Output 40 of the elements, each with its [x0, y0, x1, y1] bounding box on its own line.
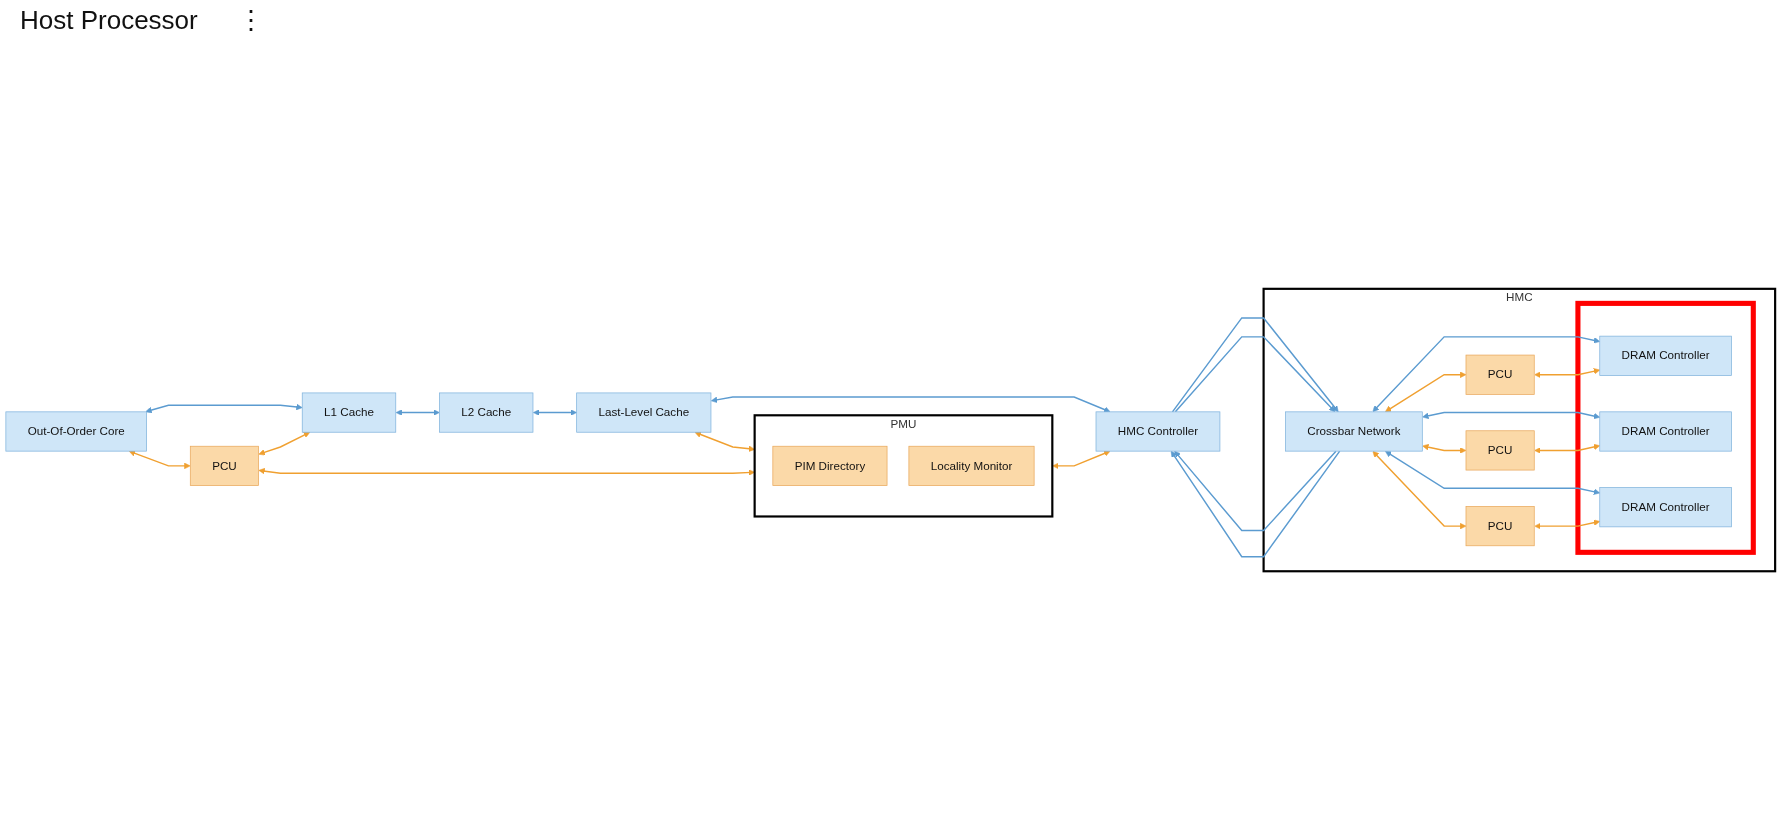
node-box: L1 Cache	[301, 392, 397, 433]
arrow	[1534, 519, 1601, 530]
ellipsis-mark: ⋮	[237, 4, 264, 36]
arrow	[1170, 450, 1341, 558]
arrow	[694, 431, 755, 452]
node-box: PCU	[189, 445, 259, 486]
section-heading: Host Processor	[20, 4, 198, 36]
node-box: Last-Level Cache	[576, 392, 712, 433]
node-box: HMC Controller	[1095, 411, 1221, 452]
arrow	[1372, 451, 1467, 530]
arrow	[1052, 450, 1111, 470]
arrow	[1422, 443, 1467, 454]
node-box: PCU	[1465, 506, 1535, 547]
arrow	[128, 450, 191, 470]
arrow	[1385, 450, 1601, 495]
node-box: PIM Directory	[772, 445, 888, 486]
cluster	[1575, 300, 1756, 555]
arrow	[1422, 411, 1601, 420]
arrow	[1372, 336, 1601, 412]
arrow	[1534, 368, 1601, 378]
arrow	[1534, 443, 1601, 454]
arrow	[258, 467, 755, 476]
arrow	[533, 409, 577, 416]
node-box: L2 Cache	[439, 392, 534, 433]
node-box: Crossbar Network	[1285, 411, 1423, 452]
arrow	[395, 409, 440, 416]
arrow	[258, 431, 311, 456]
arrow	[1174, 336, 1336, 413]
arrow	[710, 396, 1111, 413]
node-box: PCU	[1465, 354, 1535, 395]
arrow	[1385, 371, 1467, 412]
node-box: DRAM Controller	[1599, 335, 1732, 376]
node-box: DRAM Controller	[1599, 487, 1732, 528]
node-box: DRAM Controller	[1599, 411, 1732, 452]
node-box: Out-Of-Order Core	[5, 411, 147, 452]
node-box: PCU	[1465, 430, 1535, 471]
arrow	[145, 403, 303, 414]
arrow	[1171, 317, 1339, 413]
node-box: Locality Monitor	[908, 445, 1035, 486]
arrow	[1174, 450, 1337, 532]
